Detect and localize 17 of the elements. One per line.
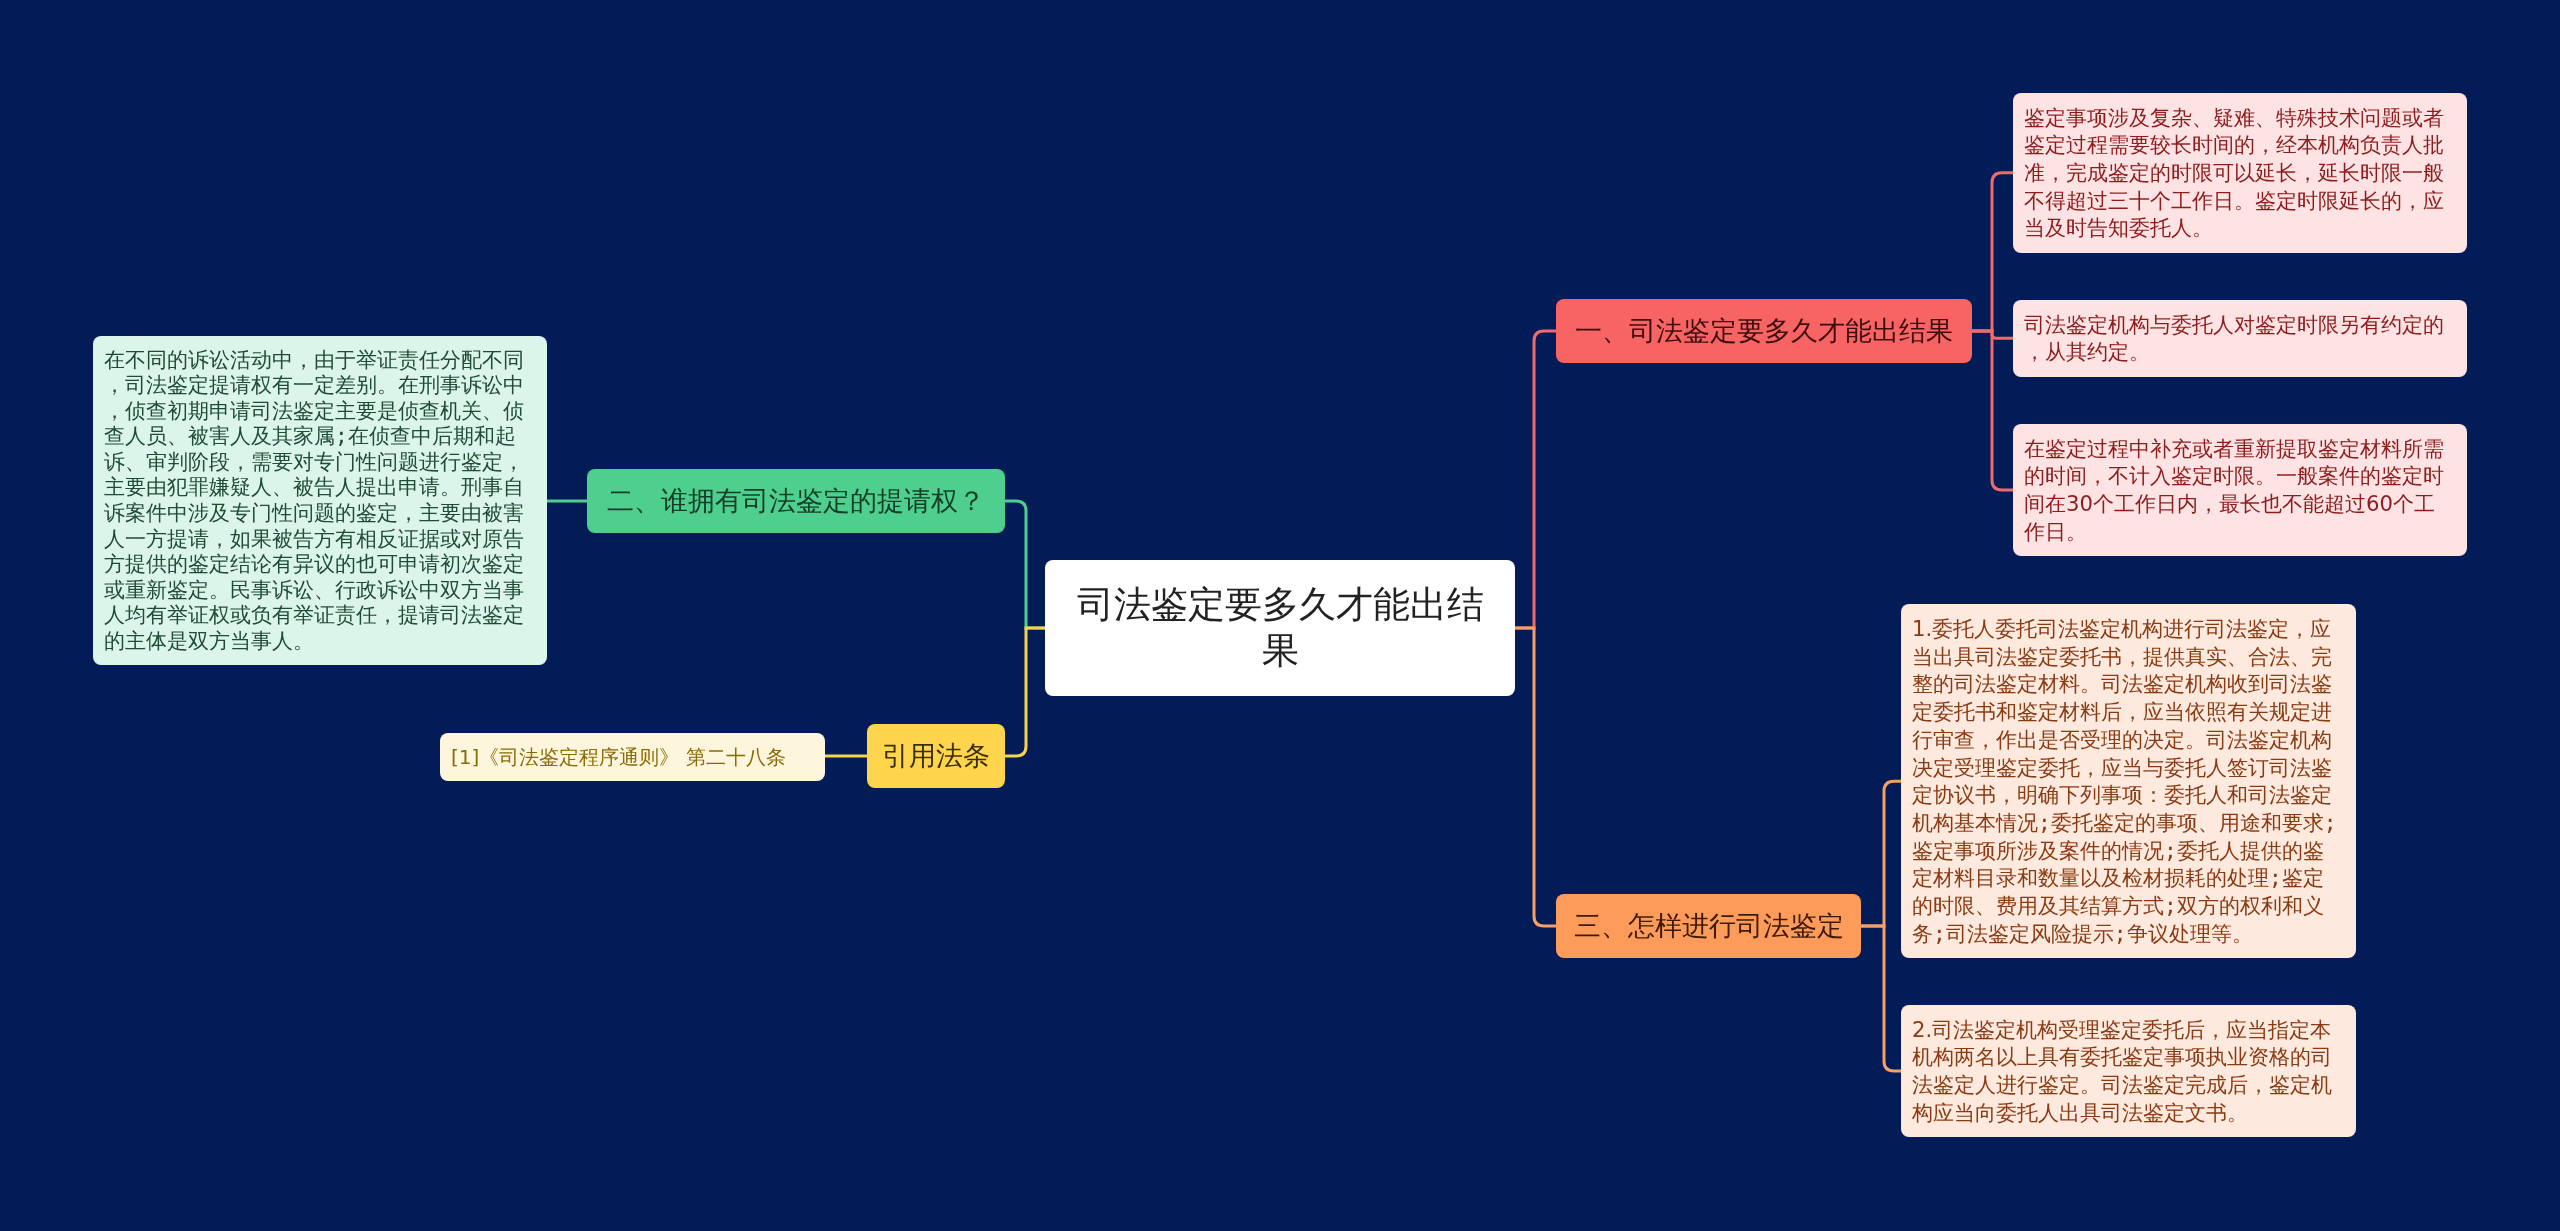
connector-line [825,754,867,758]
note-card: 1.委托人委托司法鉴定机构进行司法鉴定，应当出具司法鉴定委托书，提供真实、合法、完整的司法鉴定材料。司法鉴定机构收到司法鉴定委托书和鉴定材料后，应当依照有关规定进行审查，作出是否受理的决定。司法鉴定机构决定受理鉴定委托，应当与委托人签订司法鉴定协议书，明确下列事项：委托人和司法鉴定机构基本情况;委托鉴定的事项、用途和要求;鉴定事项所涉及案件的情况;委托人提供的鉴定材料目录和数量以及检材损耗的处理;鉴定的时限、费用及其结算方式;双方的权利和义务;司法鉴定风险提示;争议处理等。 [1901,604,2356,959]
note-card: 在鉴定过程中补充或者重新提取鉴定材料所需的时间，不计入鉴定时限。一般案件的鉴定时间在30个工作日内，最长也不能超过60个工作日。 [2013,423,2467,557]
connector-line [1515,626,1556,928]
central-topic-box: 司法鉴定要多久才能出结果 [1045,560,1515,696]
connector-line [547,499,587,503]
citation-card: [1]《司法鉴定程序通则》 第二十八条 [440,733,825,781]
connector-line [1972,329,2013,492]
branch-topic-box: 三、怎样进行司法鉴定 [1556,894,1861,958]
branch-topic-box: 引用法条 [867,724,1005,788]
branch-topic-box: 二、谁拥有司法鉴定的提请权？ [587,469,1005,533]
note-card: 2.司法鉴定机构受理鉴定委托后，应当指定本机构两名以上具有委托鉴定事项执业资格的司法鉴定人进行鉴定。司法鉴定完成后，鉴定机构应当向委托人出具司法鉴定文书。 [1901,1004,2356,1138]
connector-line [1005,626,1045,758]
note-card: 在不同的诉讼活动中，由于举证责任分配不同，司法鉴定提请权有一定差别。在刑事诉讼中，侦查初期申请司法鉴定主要是侦查机关、侦查人员、被害人及其家属;在侦查中后期和起诉、审判阶段，需要对专门性问题进行鉴定，主要由犯罪嫌疑人、被告人提出申请。刑事自诉案件中涉及专门性问题的鉴定，主要由被害人一方提请，如果被告方有相反证据或对原告方提供的鉴定结论有异议的也可申请初次鉴定或重新鉴定。民事诉讼、行政诉讼中双方当事人均有举证权或负有举证责任，提请司法鉴定的主体是双方当事人。 [93,335,547,665]
branch-topic-box: 一、司法鉴定要多久才能出结果 [1556,299,1972,363]
note-card: 司法鉴定机构与委托人对鉴定时限另有约定的，从其约定。 [2013,299,2467,377]
note-card: 鉴定事项涉及复杂、疑难、特殊技术问题或者鉴定过程需要较长时间的，经本机构负责人批准，完成鉴定的时限可以延长，延长时限一般不得超过三十个工作日。鉴定时限延长的，应当及时告知委托人。 [2013,92,2467,253]
